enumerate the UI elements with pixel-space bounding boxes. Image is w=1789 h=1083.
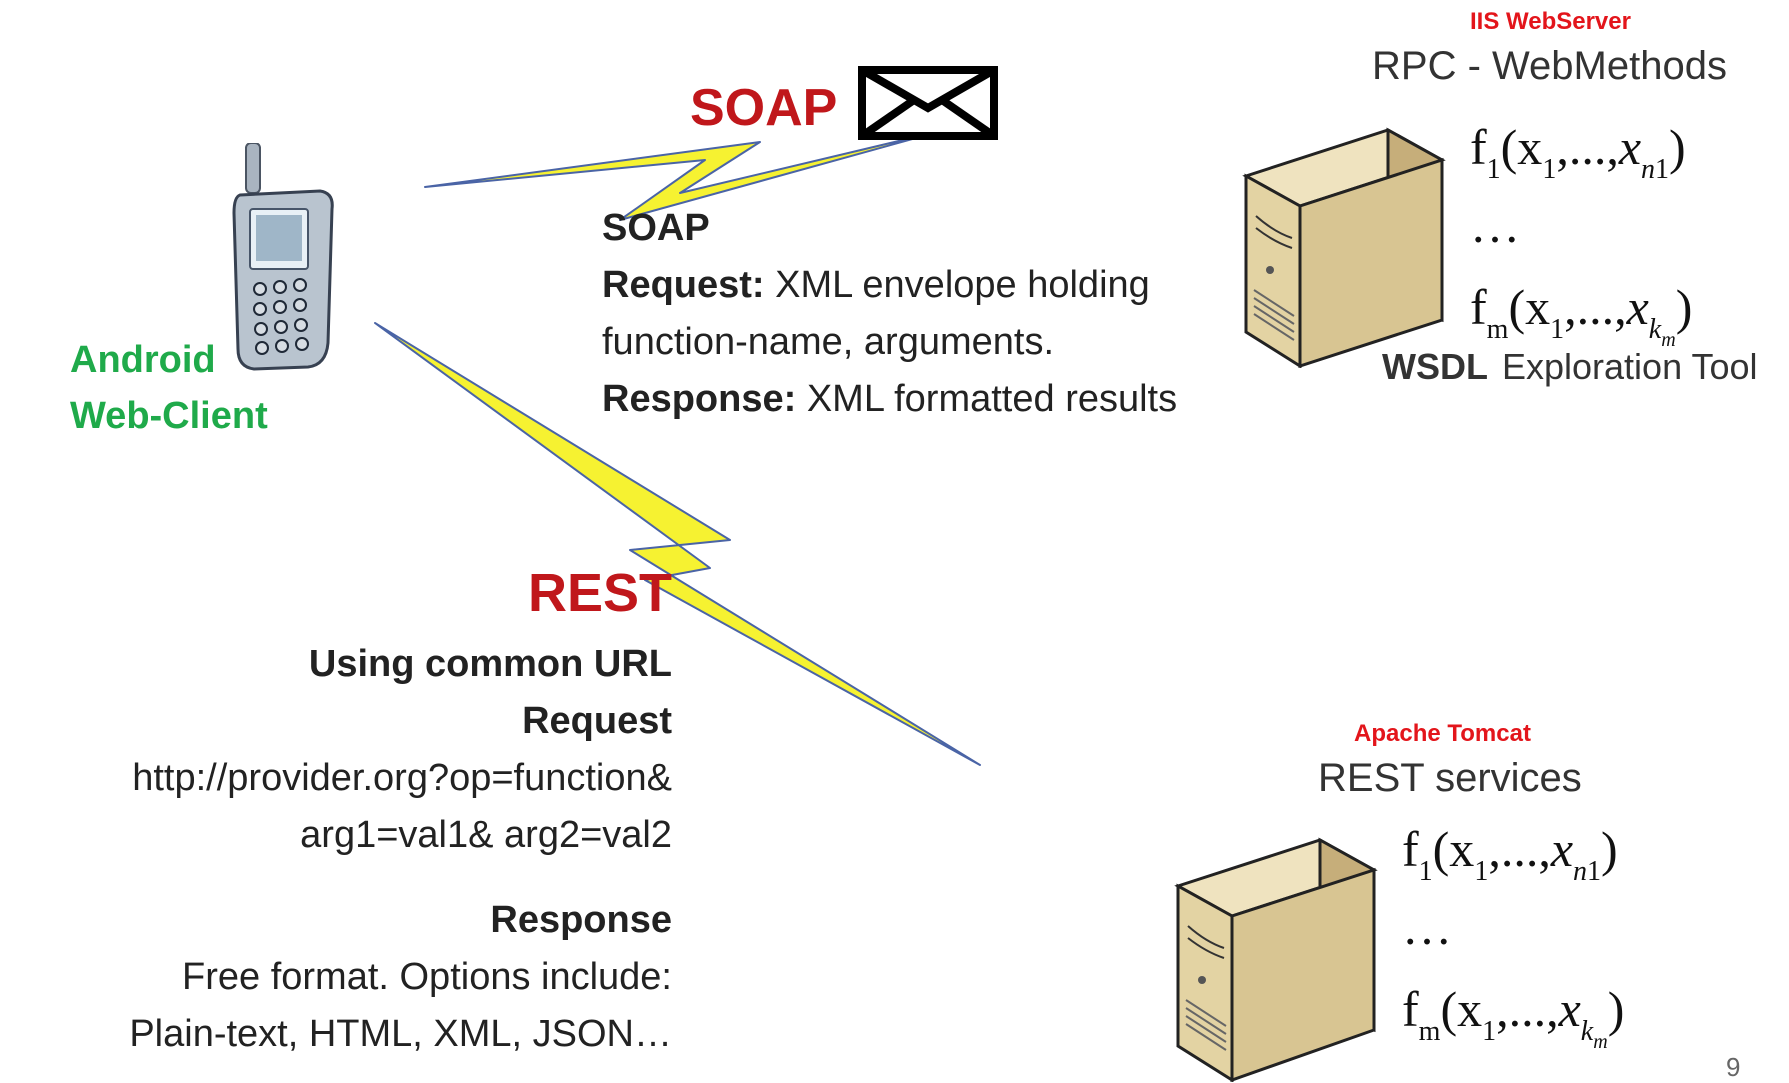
slide-number: 9	[1726, 1052, 1741, 1082]
iis-function-first: f1(x1,...,xn1)	[1470, 119, 1686, 185]
soap-title: SOAP	[690, 79, 838, 137]
soap-response-label: Response:	[602, 378, 797, 420]
rest-line-6: Free format. Options include:	[182, 956, 672, 998]
client-label: Android Web-Client	[70, 332, 268, 444]
server-tower-icon	[1174, 837, 1378, 1082]
iis-f-first-sub: 1	[1486, 154, 1501, 185]
iis-function-last: fm(x1,...,xkm)	[1470, 279, 1693, 351]
rest-line-5: Response	[490, 899, 672, 941]
client-label-line2: Web-Client	[70, 395, 268, 437]
iis-f-last-sub: m	[1486, 314, 1509, 345]
envelope-icon	[858, 66, 998, 140]
soap-response-line: Response: XML formatted results	[602, 371, 1282, 428]
iis-f-last: f	[1470, 279, 1487, 335]
wsdl-text: Exploration Tool	[1501, 346, 1758, 387]
soap-request-text-2: function-name, arguments.	[602, 321, 1055, 363]
soap-description: SOAP Request: XML envelope holding funct…	[602, 200, 1282, 428]
rest-line-7: Plain-text, HTML, XML, JSON…	[129, 1013, 672, 1055]
soap-request-line: Request: XML envelope holding	[602, 257, 1282, 314]
rest-line-3: http://provider.org?op=function&	[132, 757, 672, 799]
tomcat-function-last: fm(x1,...,xkm)	[1402, 981, 1625, 1053]
rest-description: Using common URL Request http://provider…	[0, 636, 672, 1063]
iis-f-first: f	[1470, 119, 1487, 175]
client-label-line1: Android	[70, 339, 216, 381]
soap-request-text: XML envelope holding	[764, 264, 1150, 306]
iis-function-dots: …	[1470, 197, 1520, 253]
tomcat-f-first-sub: 1	[1418, 856, 1433, 887]
tomcat-f-last-sub: m	[1418, 1016, 1441, 1047]
rest-line-1: Using common URL	[308, 643, 672, 685]
rest-line-4: arg1=val1& arg2=val2	[300, 814, 672, 856]
soap-subtitle: SOAP	[602, 207, 710, 249]
wsdl-label: WSDL	[1382, 346, 1488, 387]
mobile-phone-icon	[232, 143, 334, 371]
iis-server-name: RPC - WebMethods	[1372, 44, 1727, 88]
soap-request-label: Request:	[602, 264, 765, 306]
tomcat-f-last: f	[1402, 981, 1419, 1037]
tomcat-f-first: f	[1402, 821, 1419, 877]
rest-lightning-bolt	[374, 322, 981, 766]
wsdl-line: WSDL Exploration Tool	[1382, 346, 1757, 388]
soap-response-text: XML formatted results	[796, 378, 1178, 420]
tomcat-function-dots: …	[1402, 899, 1452, 955]
tomcat-tag: Apache Tomcat	[1354, 720, 1531, 747]
iis-tag: IIS WebServer	[1470, 8, 1631, 35]
tomcat-function-first: f1(x1,...,xn1)	[1402, 821, 1618, 887]
rest-title: REST	[527, 563, 672, 623]
tomcat-server-name: REST services	[1318, 756, 1582, 800]
rest-line-2: Request	[522, 700, 672, 742]
server-tower-icon	[1242, 127, 1446, 368]
